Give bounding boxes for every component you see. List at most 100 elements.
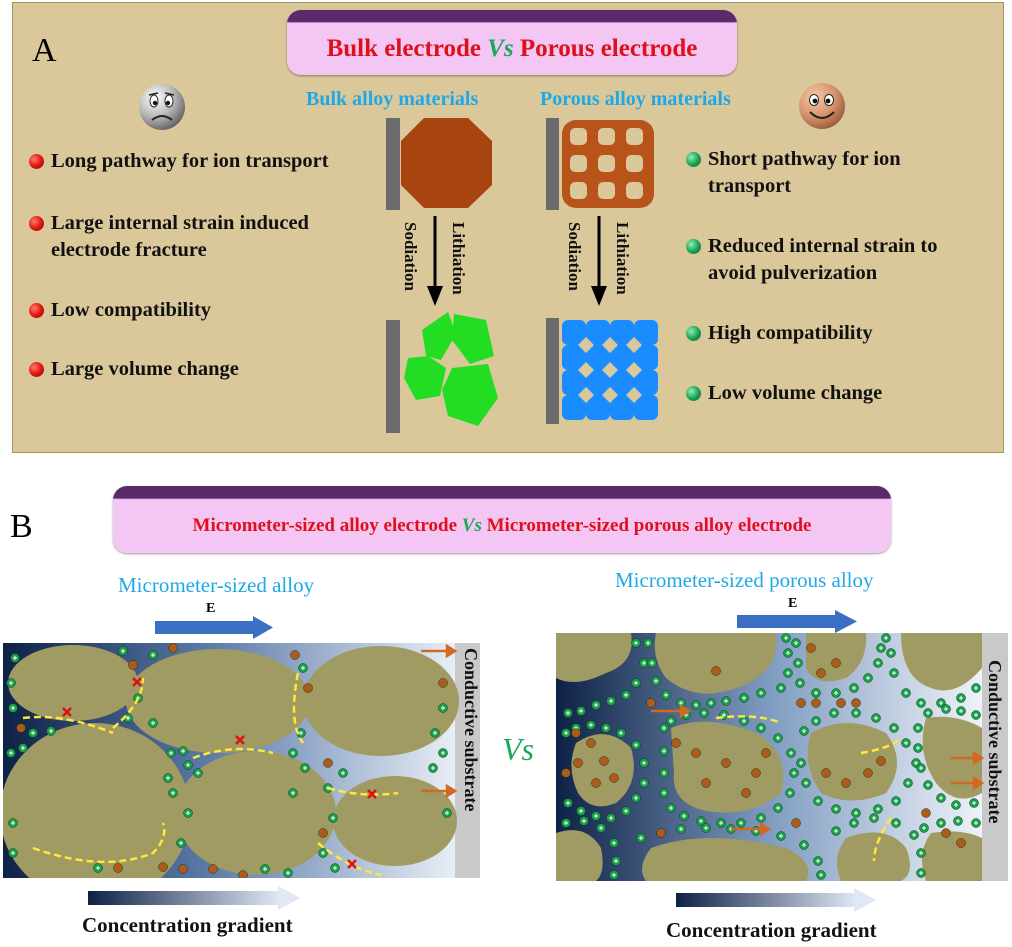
expanded-cell xyxy=(610,370,634,395)
bulk-point: Large volume change xyxy=(29,356,349,383)
sodium-ion xyxy=(851,698,861,708)
sodium-ion xyxy=(591,778,601,788)
pore xyxy=(578,387,594,403)
pore xyxy=(602,387,618,403)
panel-a-letter: A xyxy=(32,32,57,69)
sodium-ion xyxy=(876,756,886,766)
banner-b-right: Micrometer-sized porous alloy electrode xyxy=(486,515,812,537)
substrate-label-left: Conductive substrate xyxy=(461,648,481,812)
sodium-ion xyxy=(573,758,583,768)
panel-a-banner: Bulk electrode Vs Porous electrode xyxy=(287,10,737,75)
sodium-ion xyxy=(741,788,751,798)
expanded-cell xyxy=(586,370,610,395)
happy-face-icon xyxy=(799,83,845,129)
sodium-ion xyxy=(751,768,761,778)
expanded-cell xyxy=(586,345,610,370)
pore xyxy=(578,337,594,353)
sad-face-icon xyxy=(139,84,185,130)
ion-path xyxy=(715,715,902,862)
field-label-right: E xyxy=(788,596,798,611)
pore xyxy=(598,155,615,172)
sodium-ion xyxy=(711,666,721,676)
right-title: Micrometer-sized porous alloy xyxy=(615,568,874,592)
current-collector xyxy=(546,118,559,210)
sodium-ion xyxy=(561,768,571,778)
sodium-ion xyxy=(701,778,711,788)
sodium-ion xyxy=(841,778,851,788)
sodium-ion xyxy=(836,698,846,708)
sodium-ion xyxy=(318,828,328,838)
green-bullet-icon xyxy=(686,239,701,254)
sodium-ion xyxy=(646,698,656,708)
current-collector xyxy=(386,320,400,433)
pore xyxy=(598,182,615,199)
sodium-ion xyxy=(796,698,806,708)
sodium-ion xyxy=(599,756,609,766)
pore xyxy=(570,182,587,199)
green-bullet-icon xyxy=(686,386,701,401)
expanded-cell xyxy=(562,320,586,345)
porous-alloy-after xyxy=(546,318,658,424)
pore xyxy=(626,387,642,403)
sodiation-label-porous: Sodiation xyxy=(565,222,584,291)
expanded-cell xyxy=(634,320,658,345)
bulk-point: Long pathway for ion transport xyxy=(29,148,389,175)
gradient-arrow-left xyxy=(88,886,300,910)
pore xyxy=(602,362,618,378)
sodium-ion xyxy=(168,643,178,653)
panel-b-letter: B xyxy=(10,508,33,545)
bulk-alloy-before xyxy=(386,118,492,210)
lithiation-label-bulk: Lithiation xyxy=(449,222,468,295)
expanded-cell xyxy=(634,395,658,420)
porous-title: Porous alloy materials xyxy=(540,88,731,110)
sodium-ion xyxy=(956,838,966,848)
red-bullet-icon xyxy=(29,216,44,231)
sodium-ion xyxy=(863,768,873,778)
sodium-ion xyxy=(303,683,313,693)
sodium-ion xyxy=(571,728,581,738)
expanded-cell xyxy=(610,320,634,345)
fragment xyxy=(442,364,498,426)
porous-alloy-before xyxy=(546,118,654,210)
red-bullet-icon xyxy=(29,362,44,377)
current-collector xyxy=(546,318,559,424)
sodium-ion xyxy=(691,748,701,758)
expanded-cell xyxy=(634,370,658,395)
left-title: Micrometer-sized alloy xyxy=(118,573,315,597)
banner-a-left: Bulk electrode xyxy=(326,35,481,62)
ion-flux-arrow-icon xyxy=(651,703,985,837)
gradient-label-left: Concentration gradient xyxy=(82,913,293,937)
sodiation-label-bulk: Sodiation xyxy=(401,222,420,291)
expanded-cell xyxy=(562,395,586,420)
fragment xyxy=(422,312,456,360)
sodium-ion xyxy=(438,678,448,688)
porous-point: Reduced internal strain to avoid pulveri… xyxy=(686,233,986,287)
sodium-ion xyxy=(16,723,26,733)
sodium-ion xyxy=(816,668,826,678)
sodium-ion xyxy=(158,862,168,872)
sodium-ion xyxy=(586,738,596,748)
sodium-ion xyxy=(941,828,951,838)
porous-electrode-diagram xyxy=(556,633,1008,881)
down-arrow-icon xyxy=(427,216,443,306)
ion-path xyxy=(22,672,399,877)
sodium-ion xyxy=(671,738,681,748)
sodium-ion xyxy=(821,768,831,778)
bulk-title: Bulk alloy materials xyxy=(306,88,479,110)
sodium-ion xyxy=(113,863,123,873)
banner-a-right: Porous electrode xyxy=(519,35,698,62)
sodium-ion xyxy=(721,758,731,768)
sodium-ion xyxy=(921,808,931,818)
bulk-particle xyxy=(401,118,492,208)
panel-a xyxy=(12,2,1004,453)
field-arrow-icon xyxy=(155,616,273,639)
sodium-ion xyxy=(811,698,821,708)
porous-framework xyxy=(556,633,982,881)
banner-b-vs: Vs xyxy=(461,515,482,537)
porous-point: Short pathway for ion transport xyxy=(686,146,976,200)
porous-point: High compatibility xyxy=(686,320,976,347)
expanded-cell xyxy=(586,395,610,420)
pore xyxy=(626,337,642,353)
fragment xyxy=(452,314,494,364)
sodium-ion xyxy=(806,643,816,653)
